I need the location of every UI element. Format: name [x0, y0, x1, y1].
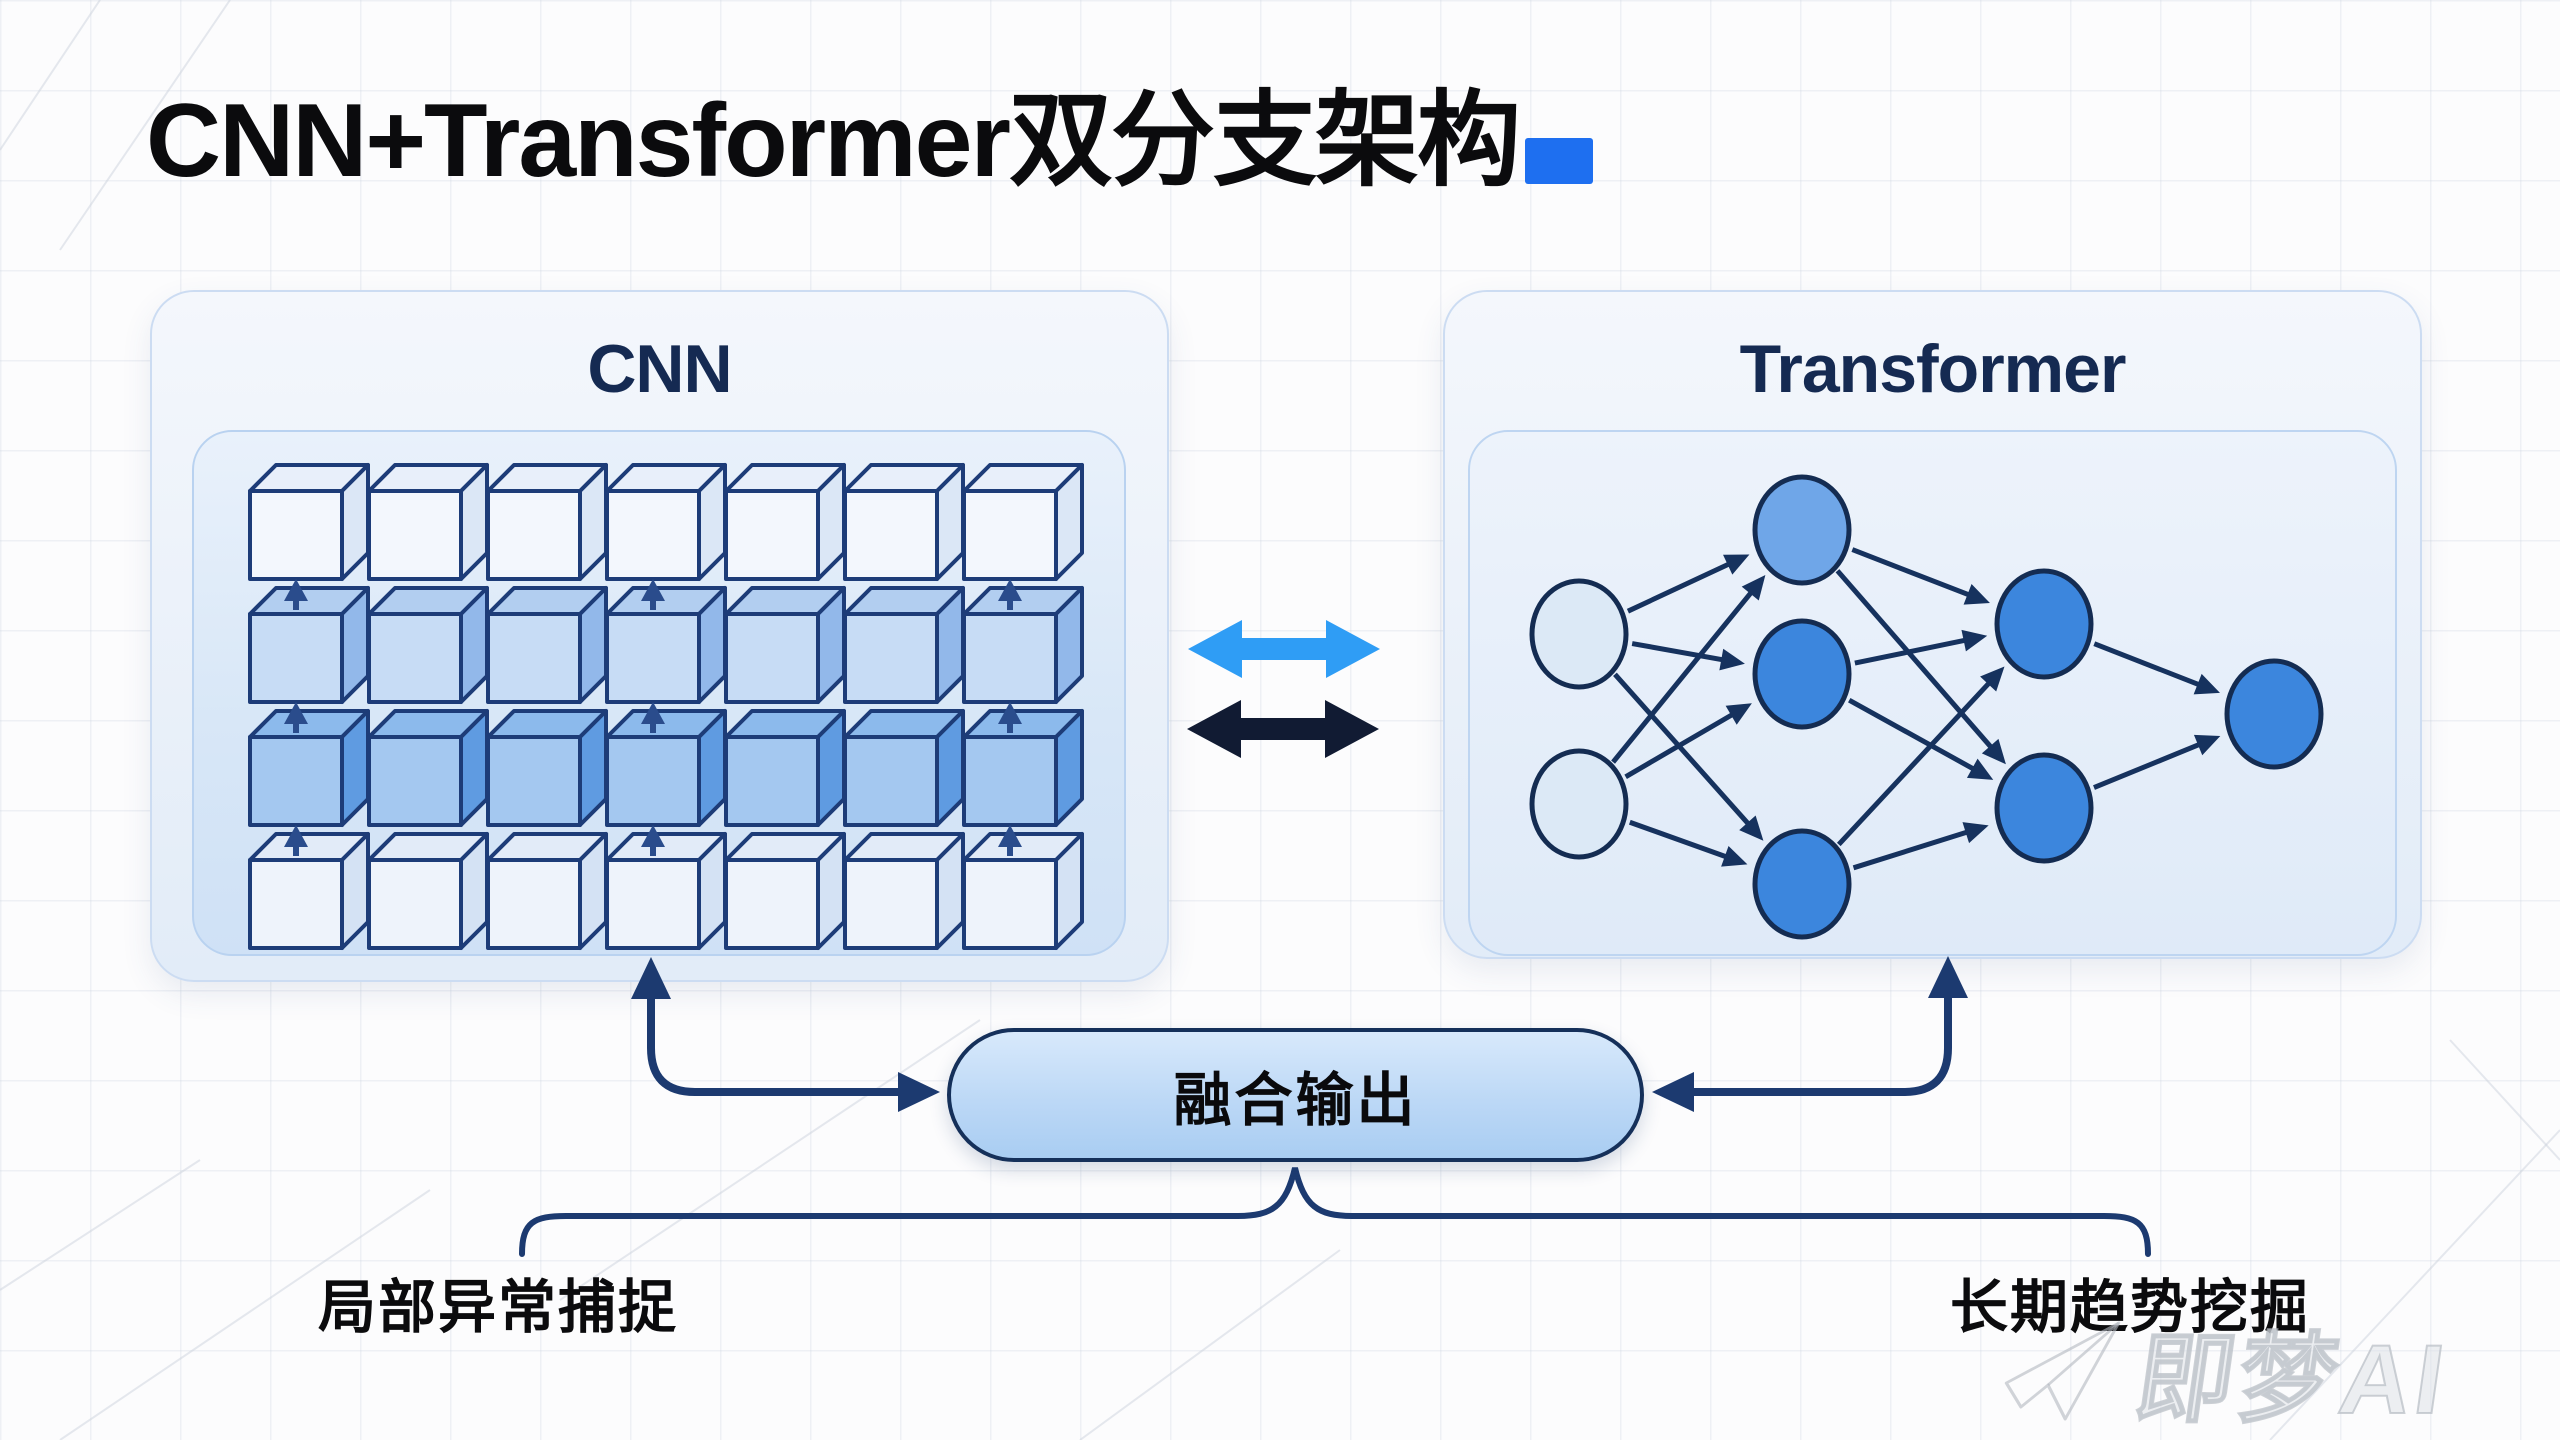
transformer-inner-box [1468, 430, 2397, 956]
cnn-feature-cubes [248, 463, 1084, 950]
cnn-panel: CNN [150, 290, 1169, 982]
fusion-output-node: 融合输出 [947, 1028, 1644, 1162]
page-title: CNN+Transformer双分支架构 [146, 83, 1521, 199]
transformer-branch-caption: 长期趋势挖掘 [1950, 1275, 2311, 1340]
cnn-branch-caption: 局部异常捕捉 [318, 1275, 679, 1340]
transformer-panel-title: Transformer [1739, 331, 2127, 407]
title-row: CNN+Transformer双分支架构 [146, 84, 1593, 198]
transformer-network [1529, 474, 2324, 940]
title-accent-bar [1524, 138, 1593, 185]
transformer-panel: Transformer [1443, 290, 2422, 959]
cnn-panel-title: CNN [587, 331, 732, 407]
fusion-output-label: 融合输出 [1173, 1068, 1418, 1133]
cnn-inner-box [192, 430, 1126, 956]
